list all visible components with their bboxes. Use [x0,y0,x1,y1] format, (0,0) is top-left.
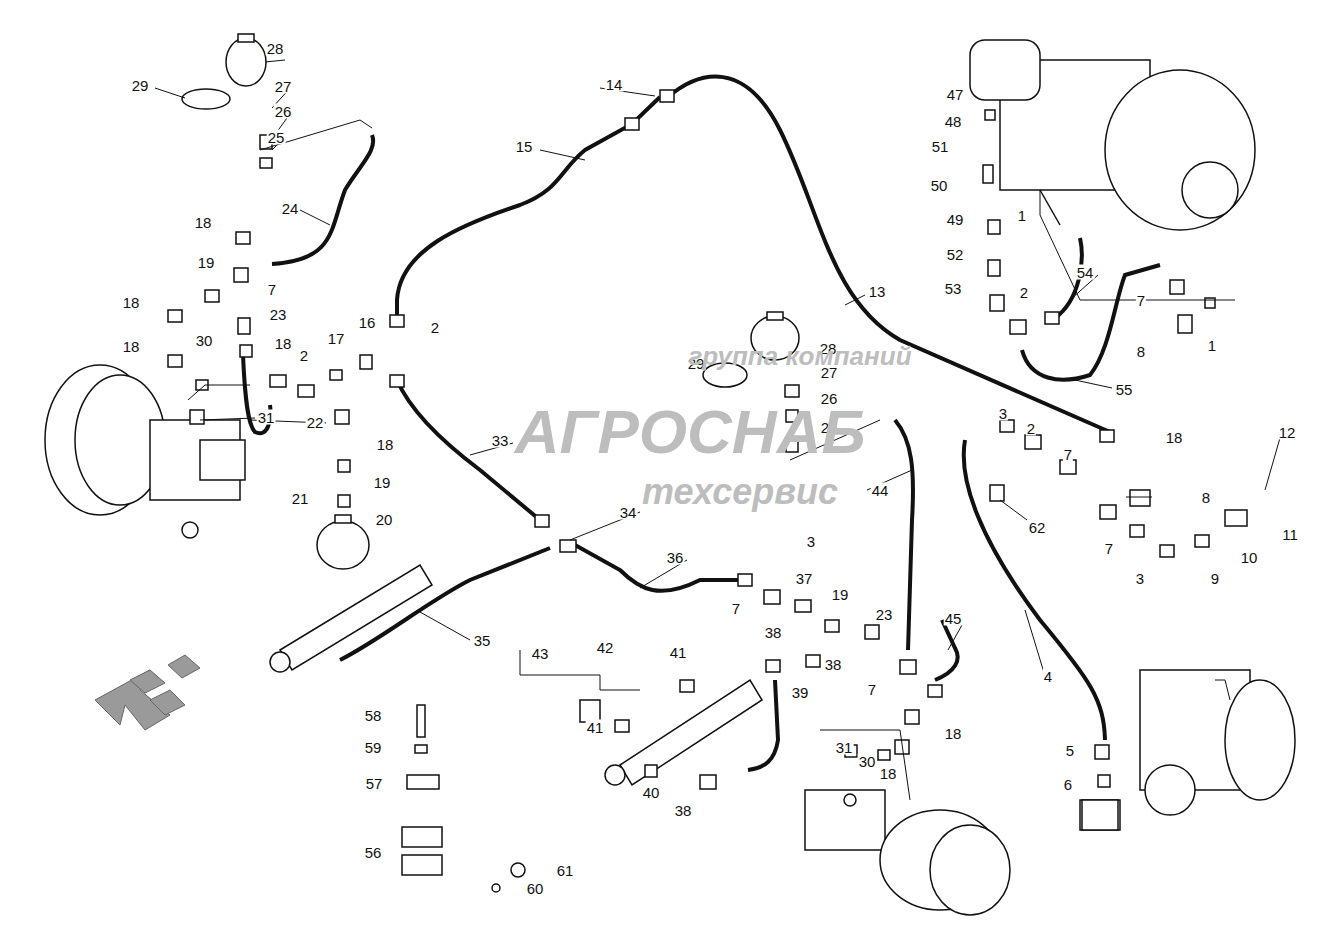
callout-number: 59 [364,740,383,755]
callout-number: 62 [1028,520,1047,535]
callout-number: 8 [1201,490,1211,505]
callout-number: 19 [373,475,392,490]
callout-number: 54 [1076,265,1095,280]
callout-number: 10 [1240,550,1259,565]
callout-number: 7 [1136,293,1146,308]
callout-number: 2 [1026,421,1036,436]
callout-number: 27 [274,79,293,94]
callout-number: 41 [586,720,605,735]
callout-number: 16 [358,315,377,330]
callout-number: 7 [867,682,877,697]
callout-number: 2 [1019,285,1029,300]
callout-number: 38 [764,625,783,640]
callout-number: 18 [944,726,963,741]
callout-number: 44 [871,483,890,498]
callout-number: 18 [879,766,898,781]
callout-number: 5 [1065,743,1075,758]
callout-number: 8 [1136,344,1146,359]
callout-number: 47 [946,87,965,102]
callout-number: 50 [930,178,949,193]
callout-number: 61 [556,863,575,878]
callout-number: 38 [674,803,693,818]
callout-number: 14 [605,77,624,92]
callout-number: 36 [666,550,685,565]
callout-number: 60 [526,881,545,896]
callout-number: 35 [473,633,492,648]
callout-number: 9 [1210,571,1220,586]
callout-number: 23 [875,607,894,622]
callout-number: 21 [291,491,310,506]
callout-number: 1 [1207,338,1217,353]
callout-number: 57 [365,776,384,791]
callout-number: 11 [1281,527,1299,542]
callout-number: 41 [669,645,688,660]
watermark-text: техсервис [641,474,839,510]
callout-number: 3 [806,534,816,549]
callout-number: 15 [515,139,534,154]
callout-number: 7 [1063,447,1073,462]
callout-number: 18 [122,295,141,310]
callout-number: 1 [1017,208,1027,223]
callout-number: 26 [274,104,293,119]
callout-number: 13 [868,284,887,299]
callout-number: 3 [1135,571,1145,586]
callout-number: 30 [858,754,877,769]
callout-number: 38 [824,657,843,672]
callout-number: 30 [195,333,214,348]
callout-number: 55 [1115,382,1134,397]
callout-number: 19 [831,587,850,602]
callout-number: 56 [364,845,383,860]
callout-number: 53 [944,281,963,296]
callout-number: 48 [944,114,963,129]
callout-number: 33 [491,433,510,448]
callout-number: 52 [946,247,965,262]
callout-number: 29 [131,78,150,93]
callout-number: 20 [375,512,394,527]
callout-number: 18 [122,339,141,354]
callout-number: 42 [596,640,615,655]
callout-number: 24 [281,201,300,216]
callout-number: 4 [1043,669,1053,684]
callout-number: 45 [944,611,963,626]
callout-number: 58 [364,708,383,723]
callout-number: 2 [299,348,309,363]
callout-number: 31 [257,410,276,425]
callout-number: 37 [795,571,814,586]
callout-number: 12 [1278,425,1297,440]
callout-number: 22 [306,415,325,430]
callout-number: 31 [835,740,854,755]
callout-number: 18 [1165,430,1184,445]
callout-number: 3 [998,406,1008,421]
callout-number: 25 [267,130,286,145]
callout-number: 18 [376,437,395,452]
callout-number: 34 [619,505,638,520]
callout-number: 7 [267,282,277,297]
callout-number: 40 [642,785,661,800]
callout-number: 51 [931,139,950,154]
callout-number: 18 [274,336,293,351]
callout-number: 17 [327,331,346,346]
callout-number: 43 [531,646,550,661]
callout-number: 28 [266,41,285,56]
callout-number: 23 [269,307,288,322]
callout-number: 49 [946,212,965,227]
callout-number: 2 [430,320,440,335]
watermark-text: АГРОСНАБ [514,401,867,463]
callout-number: 6 [1063,777,1073,792]
watermark-text: группа компаний [687,343,912,369]
callout-number: 7 [731,601,741,616]
callout-number: 39 [791,685,810,700]
callout-number: 7 [1104,541,1114,556]
callout-number: 19 [197,255,216,270]
callout-number: 18 [194,215,213,230]
